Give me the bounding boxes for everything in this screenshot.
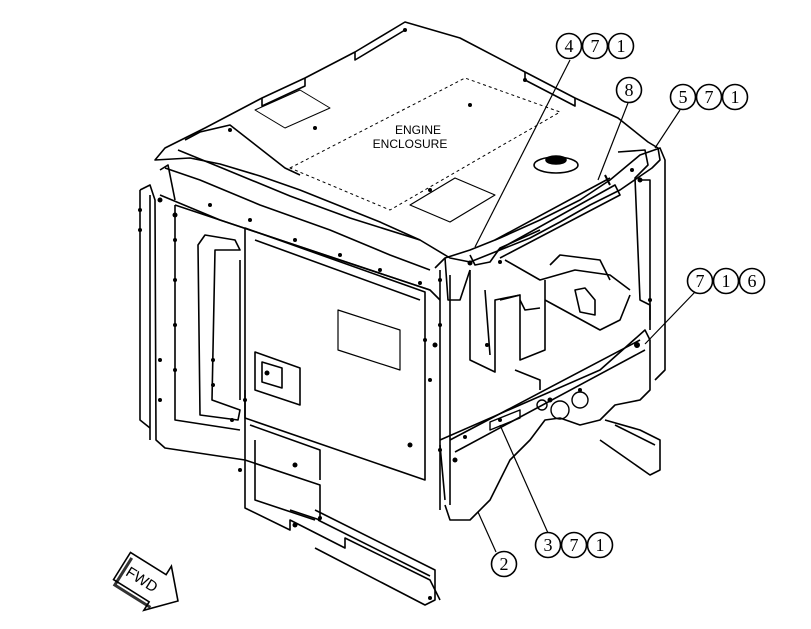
callout-balloon [560, 531, 588, 559]
callout-balloon [669, 83, 697, 111]
enclosure-label: ENGINE ENCLOSURE [373, 123, 448, 151]
enclosure-outline [139, 21, 666, 606]
fastener-dots [138, 28, 652, 600]
callout-number: 1 [731, 87, 740, 107]
callout-number: 8 [625, 80, 634, 100]
callout-balloon [686, 267, 714, 295]
callout-balloon [738, 267, 766, 295]
callout-number: 7 [570, 535, 579, 555]
callout-balloon [581, 32, 609, 60]
callout-number: 2 [500, 554, 509, 574]
callout-number: 6 [748, 271, 757, 291]
enclosure-label-line2: ENCLOSURE [373, 137, 448, 151]
callout-balloon [586, 531, 614, 559]
callout-number: 1 [722, 271, 731, 291]
callout-balloon [721, 83, 749, 111]
callout-number: 7 [705, 87, 714, 107]
callout-number: 4 [565, 36, 574, 56]
callout-balloon [695, 83, 723, 111]
callout-number: 3 [544, 535, 553, 555]
enclosure-label-line1: ENGINE [395, 123, 441, 137]
callout-number: 1 [617, 36, 626, 56]
callout-balloon [607, 32, 635, 60]
callout-2: 2 [490, 550, 518, 578]
fwd-arrow-icon: FWD [112, 551, 179, 612]
callout-number: 5 [679, 87, 688, 107]
callout-number: 1 [596, 535, 605, 555]
callout-8: 8 [615, 76, 643, 104]
callout-number: 7 [696, 271, 705, 291]
callout-balloon [712, 267, 740, 295]
callout-balloon [615, 76, 643, 104]
callout-balloon [534, 531, 562, 559]
leader-lines [474, 59, 696, 553]
callout-balloon [490, 550, 518, 578]
panel-cutouts [536, 391, 589, 420]
callout-number: 7 [591, 36, 600, 56]
callout-balloon [555, 32, 583, 60]
